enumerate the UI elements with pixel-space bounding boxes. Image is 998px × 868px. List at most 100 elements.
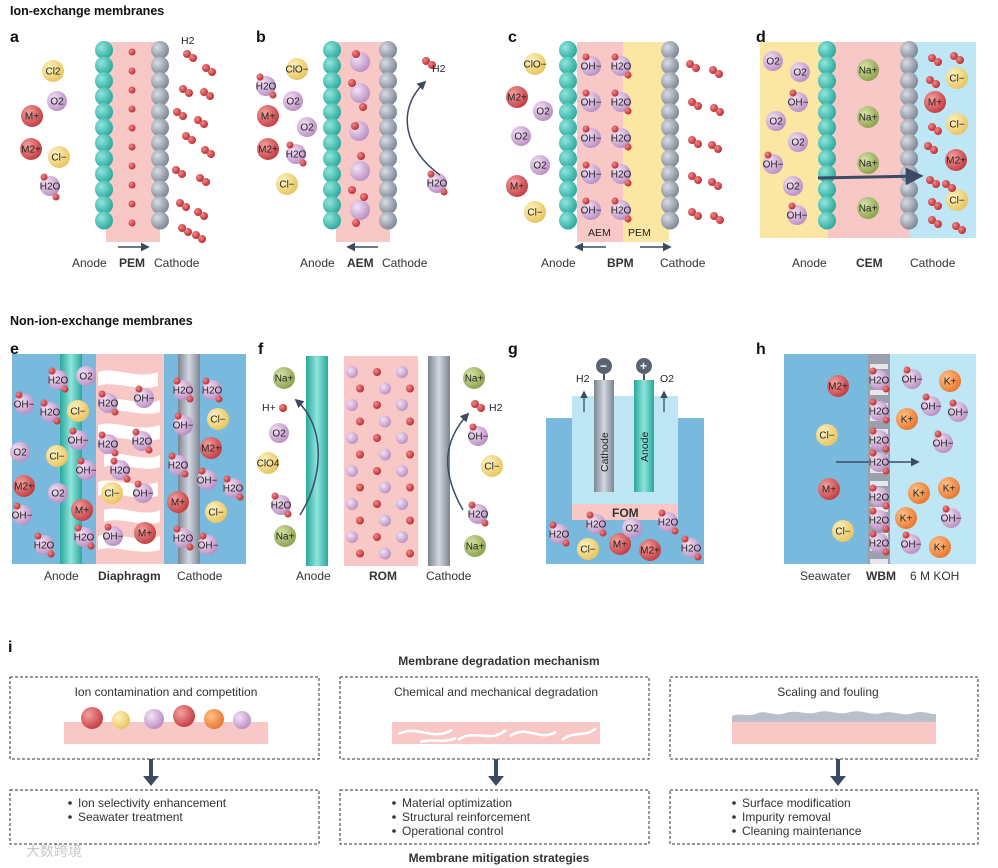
section-title-ion-exchange: Ion-exchange membranes: [10, 4, 164, 18]
chloride-ion: Cl−: [946, 189, 968, 211]
curved-arrow-icon: [446, 412, 470, 511]
oxygen-atom: [77, 457, 85, 465]
membrane-slab: [392, 722, 600, 744]
strategy-box-1: [9, 789, 320, 845]
oxygen-atom: [471, 400, 479, 408]
oxygen-atom: [708, 141, 716, 149]
electrode-atom: [661, 149, 679, 168]
membrane-pore: [870, 481, 888, 486]
o2-molecule-text: O2: [300, 123, 314, 134]
water-molecule: H2O: [168, 452, 189, 478]
electrode-atom: [95, 72, 113, 90]
seawater-region: [784, 354, 868, 564]
hydroxide-ion: [396, 498, 408, 510]
oxygen-atom: [789, 89, 797, 97]
oxygen-atom: [716, 108, 724, 116]
potassium-ion-text: K+: [900, 514, 913, 525]
electrode-atom: [151, 180, 169, 199]
oxygen-atom: [549, 521, 557, 529]
panel-b-letter: b: [256, 29, 266, 46]
water-molecule-text: H2O: [468, 510, 489, 521]
oxygen-atom: [186, 543, 194, 551]
metal-ion: M2+: [257, 138, 279, 160]
oxygen-atom: [934, 430, 942, 438]
strategy-item: Structural reinforcement: [402, 810, 531, 824]
water-molecule-text: H2O: [611, 98, 632, 109]
water-molecule: H2O: [549, 521, 570, 547]
hydroxide-ion: OH−: [921, 393, 942, 416]
hydroxide-ion: OH−: [133, 480, 154, 503]
electrode-atom: [559, 134, 577, 152]
membrane-pore: [870, 507, 888, 512]
chloride-ion: Cl−: [205, 501, 227, 523]
oxygen-atom: [694, 553, 702, 561]
electrode-atom: [95, 149, 113, 168]
oxygen-atom: [715, 70, 723, 78]
water-molecule-text: H2O: [173, 386, 194, 397]
electrode-atom: [559, 72, 577, 90]
electrode-atom: [661, 196, 679, 214]
electrode-atom: [900, 196, 918, 214]
electrode-atom: [818, 196, 836, 214]
o2-molecule-text: O2: [286, 97, 300, 108]
potassium-ion-text: K+: [943, 484, 956, 495]
o2-molecule: O2: [766, 111, 786, 131]
metal-ion: M2+: [20, 138, 42, 160]
chloride-ion-text: Cl−: [949, 196, 964, 207]
oxygen-atom: [173, 377, 181, 385]
oxygen-atom: [882, 502, 890, 510]
membrane-label: FOM: [612, 506, 639, 520]
oxygen-atom: [198, 235, 206, 243]
hydroxide-ion: OH−: [198, 532, 219, 555]
water-molecule: H2O: [223, 475, 244, 501]
oxygen-atom: [869, 449, 877, 457]
water-molecule: H2O: [869, 398, 890, 424]
bullet-icon: [392, 829, 396, 833]
bullet-icon: [732, 829, 736, 833]
oxygen-atom: [688, 208, 696, 216]
chloride-ion-text: Cl−: [208, 508, 223, 519]
membrane-pore: [870, 390, 888, 395]
hydroxide-ion-text: OH−: [763, 160, 784, 171]
metal-ion: M2+: [200, 437, 222, 459]
water-molecule: H2O: [611, 197, 632, 223]
oxygen-atom: [481, 519, 489, 527]
water-molecule: H2O: [40, 173, 61, 201]
oxygen-atom: [932, 180, 940, 188]
water-molecule: H2O: [132, 428, 153, 454]
chloride-ion-text: Cl−: [949, 74, 964, 85]
hydroxide-ion: OH−: [581, 197, 602, 220]
strategy-item: Impurity removal: [742, 810, 831, 824]
hydroxide-ion-text: OH−: [103, 532, 124, 543]
water-molecule-text: H2O: [132, 437, 153, 448]
water-molecule-text: H2O: [869, 436, 890, 447]
oxygen-atom: [348, 186, 356, 194]
oxygen-atom: [694, 102, 702, 110]
o2-molecule: O2: [511, 126, 531, 146]
electrode-atom: [151, 149, 169, 168]
water-molecule-text: H2O: [98, 440, 119, 451]
oxygen-atom: [958, 226, 966, 234]
pem-sublabel: PEM: [628, 227, 651, 239]
water-molecule: H2O: [586, 511, 607, 537]
metal-ion-text: M2+: [946, 156, 966, 167]
hydroxide-ion: OH−: [581, 53, 602, 76]
oxygen-atom: [869, 398, 877, 406]
electrode-atom: [379, 103, 397, 121]
oxygen-atom: [582, 161, 590, 169]
electrode-atom: [95, 165, 113, 183]
mechanism-label: Chemical and mechanical degradation: [394, 685, 598, 699]
metal-ion: M2+: [639, 539, 661, 561]
electrode-atom: [559, 196, 577, 214]
oxygen-atom: [269, 91, 277, 99]
oxygen-atom: [215, 395, 223, 403]
electrode-atom: [151, 165, 169, 183]
oxygen-atom: [201, 146, 209, 154]
oxygen-atom: [477, 404, 485, 412]
oxygen-atom: [710, 212, 718, 220]
proton-dot: [128, 124, 136, 132]
electrode-atom: [818, 41, 836, 59]
electrode-atom: [379, 180, 397, 199]
chloride-ion: Cl−: [524, 201, 546, 223]
